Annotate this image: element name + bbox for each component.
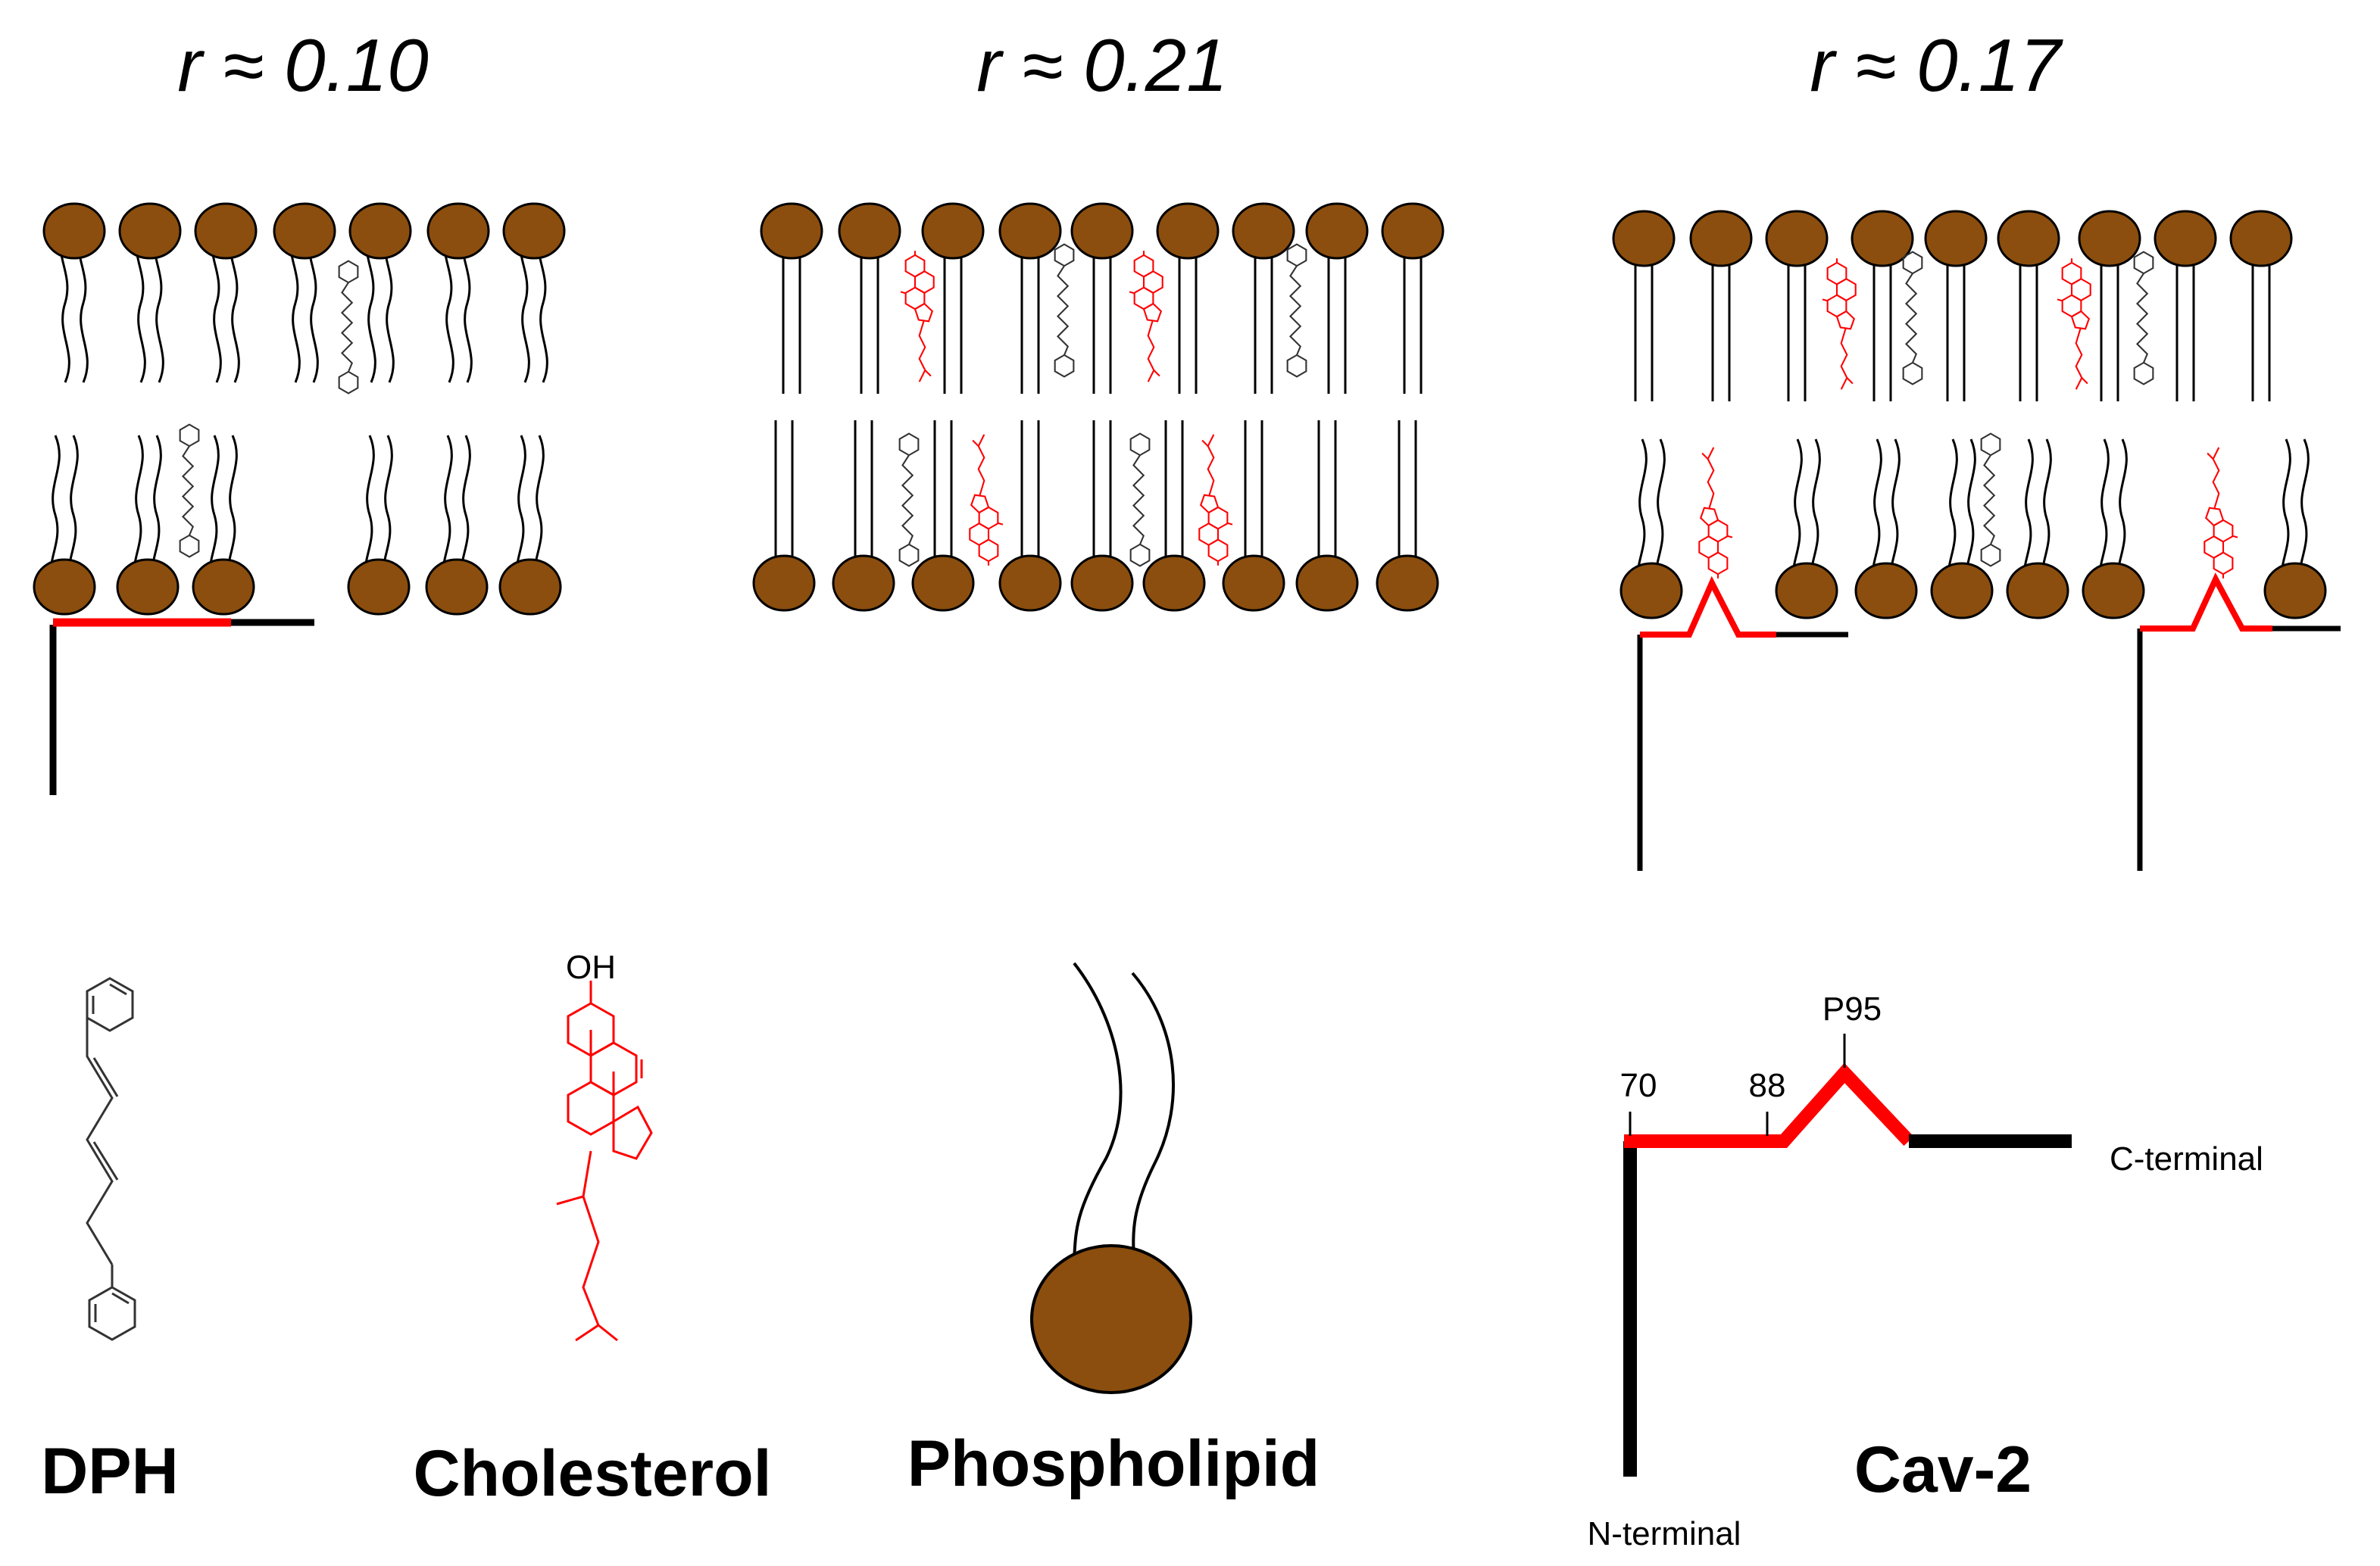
dph-molecule (179, 423, 200, 558)
panel-3-bilayer (1612, 210, 2341, 871)
phospholipid-structure (1030, 962, 1192, 1394)
dph-molecule (2133, 251, 2154, 385)
panel-2-bilayer (752, 202, 1445, 612)
cav2-scaffold-3 (2137, 572, 2341, 871)
panel-2-title: r ≈ 0.21 (976, 23, 1228, 107)
cholesterol-molecule (2204, 446, 2239, 579)
dph-molecule (1054, 243, 1075, 378)
legend-phospholipid: Phospholipid (907, 962, 1320, 1500)
dph-molecule (898, 432, 920, 567)
panel-1-top-leaflet (42, 202, 566, 384)
panel-1-bottom-leaflet (33, 434, 562, 616)
legend-dph: DPH (41, 977, 179, 1508)
cav2-scaffold-1 (49, 618, 314, 795)
legend-label-cholesterol: Cholesterol (413, 1437, 771, 1510)
cholesterol-structure (556, 981, 653, 1342)
panel-2-bottom-leaflet (752, 419, 1439, 612)
cav2-scaffold-2 (1637, 576, 1848, 871)
panel-3-title: r ≈ 0.17 (1810, 23, 2063, 107)
cav2-label-p95: P95 (1822, 990, 1882, 1028)
cholesterol-oh-label: OH (566, 949, 616, 986)
cav2-label-c-terminal: C-terminal (2110, 1140, 2263, 1178)
cav2-label-70: 70 (1620, 1067, 1657, 1104)
cholesterol-molecule (1128, 250, 1163, 383)
cav2-structure (1623, 1034, 2072, 1477)
dph-molecule (1129, 432, 1151, 567)
dph-molecule (1980, 432, 2001, 567)
dph-molecule (1902, 251, 1923, 385)
cholesterol-molecule (969, 433, 1004, 566)
legend-label-phospholipid: Phospholipid (907, 1427, 1320, 1500)
legend-label-cav2: Cav-2 (1854, 1433, 2032, 1506)
dph-structure (86, 977, 136, 1341)
dph-molecule (1286, 243, 1307, 378)
cholesterol-molecule (899, 250, 935, 383)
legend-cholesterol: OH Cholesterol (413, 949, 771, 1510)
cholesterol-molecule (1821, 257, 1857, 391)
panel-2-top-leaflet (760, 202, 1445, 395)
legend-label-dph: DPH (41, 1435, 179, 1508)
legend-cav2: 70 88 P95 C-terminal N-terminal Cav-2 (1588, 990, 2263, 1552)
panel-3-top-leaflet (1612, 210, 2293, 403)
cav2-label-88: 88 (1749, 1067, 1786, 1104)
cholesterol-molecule (1698, 446, 1734, 579)
cholesterol-molecule (1198, 433, 1234, 566)
panel-1-title: r ≈ 0.10 (177, 23, 429, 107)
dph-molecule (338, 260, 359, 395)
cholesterol-molecule (2056, 257, 2091, 391)
panel-1-bilayer (33, 202, 566, 795)
cav2-label-n-terminal: N-terminal (1588, 1515, 1741, 1552)
